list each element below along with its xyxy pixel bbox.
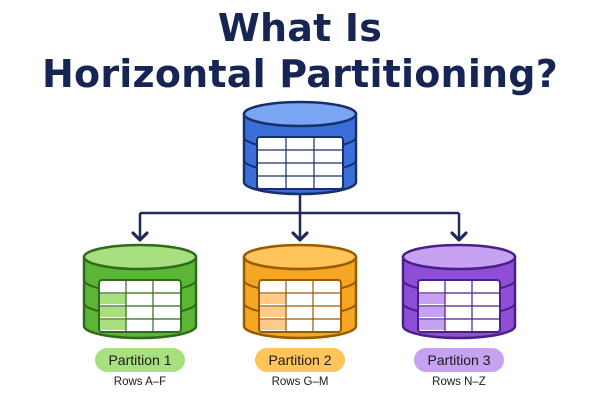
partition-2-rows: Rows G–M [271, 376, 329, 388]
title-line-1: What Is [217, 6, 383, 50]
partition-3-rows: Rows N–Z [432, 376, 486, 388]
partition-1-rows: Rows A–F [113, 376, 167, 388]
partition-2-table-grid [258, 279, 342, 333]
partition-3-table-grid [417, 279, 501, 333]
connector-lines [131, 194, 468, 242]
source-table-grid [256, 136, 344, 190]
partition-2-database-icon [242, 243, 358, 340]
partition-2-label: Partition 2 [255, 348, 345, 372]
title-line-2: Horizontal Partitioning? [42, 52, 558, 96]
partition-3-label: Partition 3 [414, 348, 504, 372]
partition-3-database-icon [401, 243, 517, 340]
partition-1-database-icon [82, 243, 198, 340]
partition-1-table-grid [98, 279, 182, 333]
partition-1-label: Partition 1 [95, 348, 185, 372]
source-database-icon [242, 100, 358, 196]
